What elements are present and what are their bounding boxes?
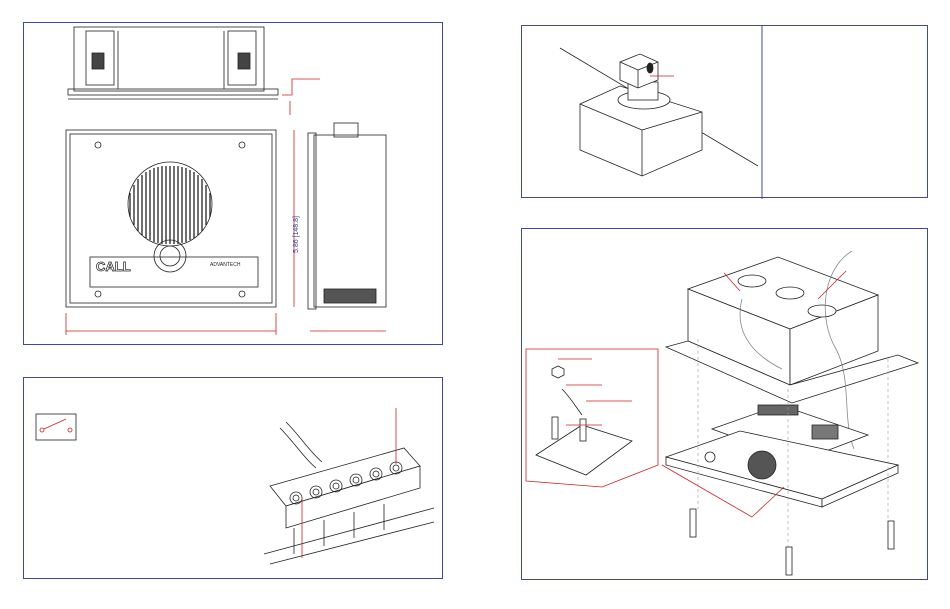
exploded-assembly-drawing <box>522 229 929 581</box>
mounting-screws <box>690 509 894 575</box>
switch-symbol <box>36 414 76 440</box>
exploded-assembly-panel <box>521 228 928 580</box>
call-label: CALL <box>96 259 131 274</box>
speaker-slots <box>130 166 210 244</box>
button-detail-drawing <box>522 26 929 199</box>
button-detail-panel <box>521 25 928 198</box>
brand-label: ADVANTECH <box>210 262 241 268</box>
top-view <box>68 27 278 99</box>
front-view <box>66 130 276 307</box>
height-dimension-label: 5.86 [148.8] <box>293 216 300 253</box>
terminal-block <box>264 422 434 564</box>
back-box <box>666 257 918 403</box>
terminal-block-drawing <box>24 378 444 580</box>
button-switch <box>580 54 702 176</box>
orthographic-views-drawing: CALL ADVANTECH 5.86 [148.8] <box>24 23 444 346</box>
faceplate <box>666 431 898 507</box>
side-view <box>308 123 386 309</box>
detail-inset <box>526 349 658 487</box>
orthographic-views-panel: CALL ADVANTECH 5.86 [148.8] <box>23 22 443 345</box>
wiring-panel <box>23 377 443 579</box>
call-button <box>154 240 186 272</box>
